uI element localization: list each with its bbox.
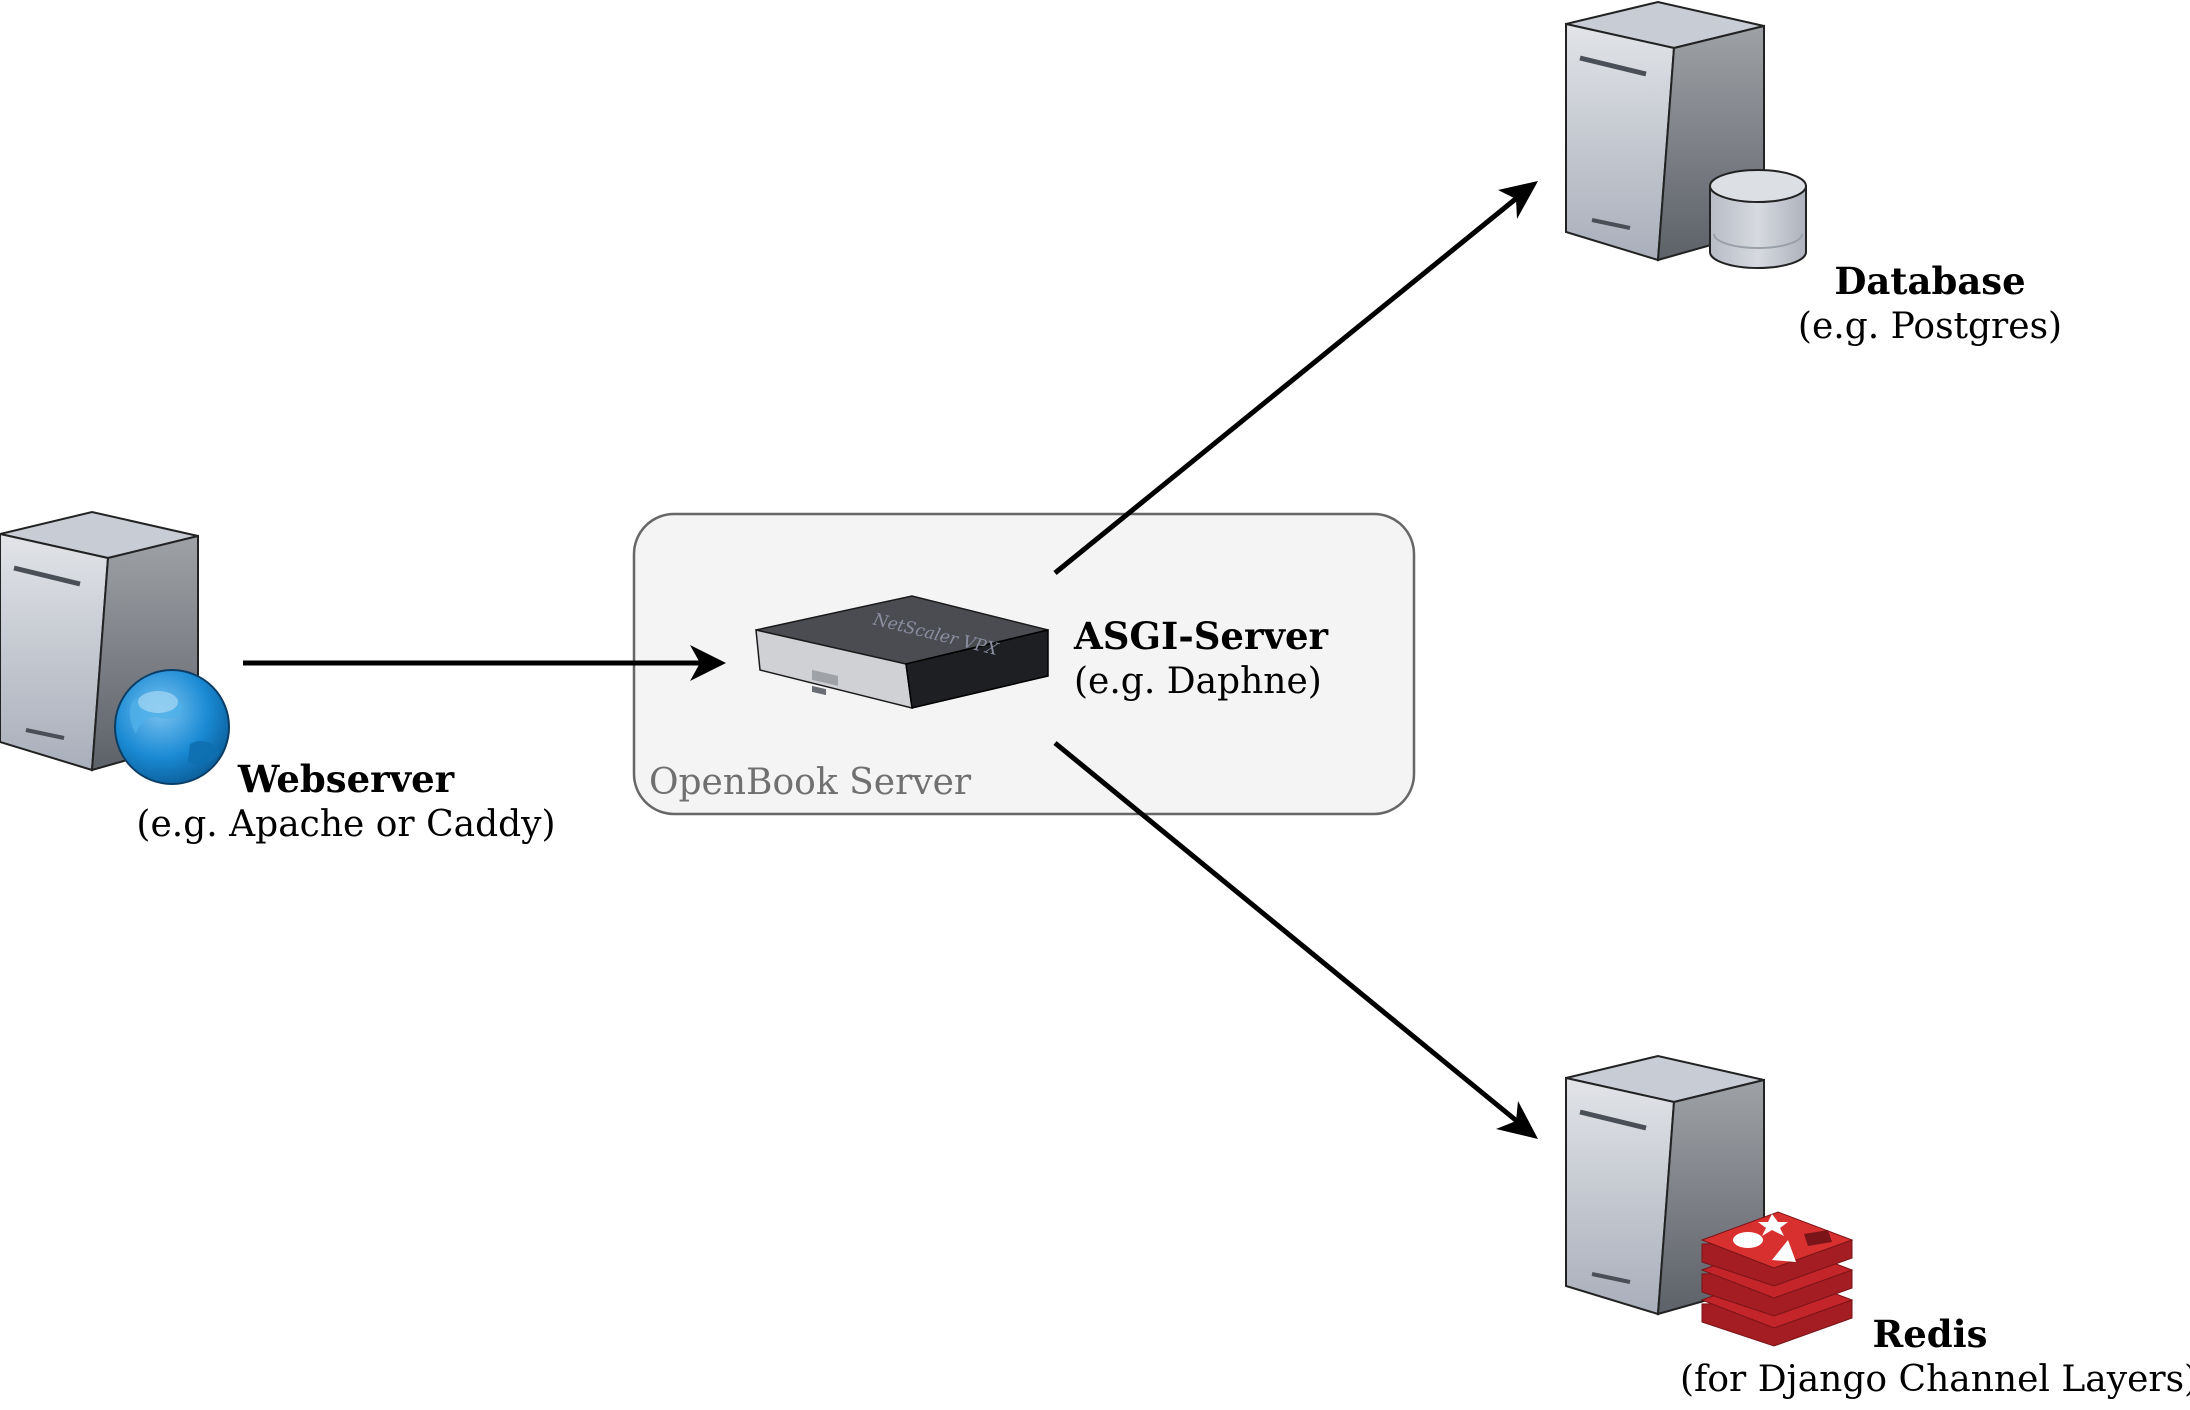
database-subtitle: (e.g. Postgres)	[1797, 306, 2063, 347]
globe-server-icon	[0, 510, 230, 785]
database-title: Database	[1834, 259, 2026, 303]
webserver-label: Webserver (e.g. Apache or Caddy)	[136, 756, 556, 848]
arrow-asgi-to-database	[1053, 181, 1538, 575]
asgi-subtitle: (e.g. Daphne)	[1074, 661, 1322, 702]
webserver-subtitle: (e.g. Apache or Caddy)	[136, 804, 556, 845]
asgi-title: ASGI-Server	[1074, 614, 1328, 658]
database-label: Database (e.g. Postgres)	[1780, 258, 2080, 350]
arrow-asgi-to-redis	[1053, 741, 1538, 1139]
redis-subtitle: (for Django Channel Layers)	[1680, 1359, 2190, 1400]
redis-server-icon	[1565, 1054, 1854, 1347]
redis-logo-icon	[1700, 1211, 1854, 1347]
arrow-webserver-to-asgi	[243, 645, 726, 681]
redis-label: Redis (for Django Channel Layers)	[1680, 1311, 2190, 1403]
database-server-icon	[1565, 0, 1807, 269]
rack-appliance-icon: NetScaler VPX	[755, 595, 1049, 709]
group-label: OpenBook Server	[649, 762, 972, 803]
redis-title: Redis	[1872, 1312, 1988, 1356]
asgi-label: ASGI-Server (e.g. Daphne)	[1074, 613, 1328, 705]
webserver-title: Webserver	[237, 757, 455, 801]
